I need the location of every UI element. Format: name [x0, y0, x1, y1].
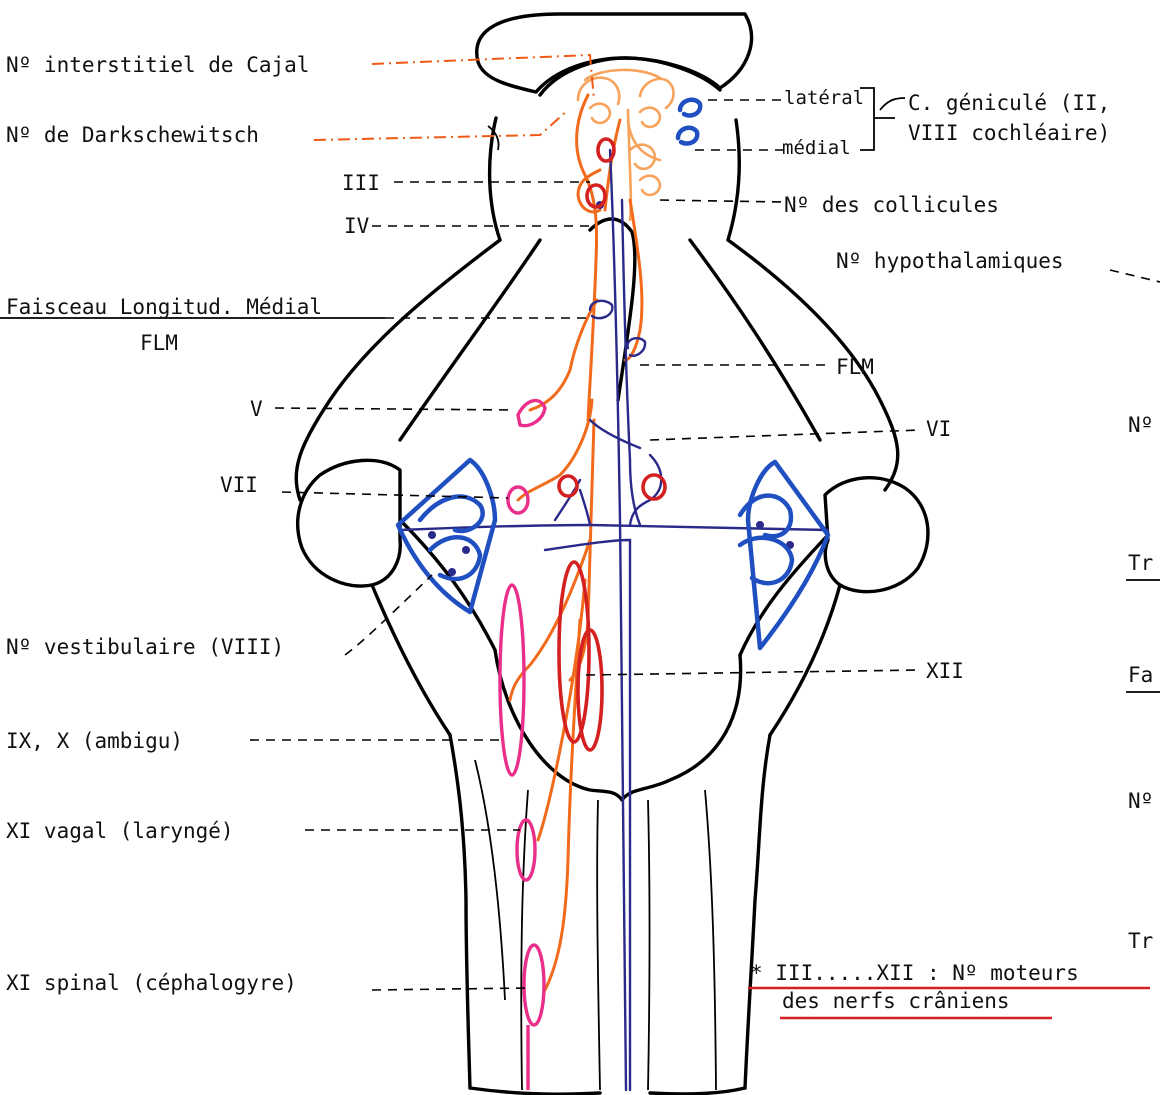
label-cut-2: Tr: [1128, 551, 1153, 575]
label-xi-spinal: XI spinal (céphalogyre): [6, 971, 297, 995]
label-cut-1: Nº: [1128, 413, 1153, 437]
flm-tract: [400, 150, 828, 1090]
label-geniculate-1: C. géniculé (II,: [908, 91, 1110, 115]
label-cut-3: Fa: [1128, 663, 1153, 687]
label-v: V: [250, 397, 263, 421]
label-collicules: Nº des collicules: [784, 193, 999, 217]
label-vii: VII: [220, 473, 258, 497]
label-cut-5: Tr: [1128, 929, 1153, 953]
label-flm-right: FLM: [836, 355, 874, 379]
note-line-1: * III.....XII : Nº moteurs: [750, 961, 1079, 985]
label-xi-vagal: XI vagal (laryngé): [6, 819, 234, 843]
label-cajal: Nº interstitiel de Cajal: [6, 53, 309, 77]
label-vi: VI: [926, 417, 951, 441]
label-geniculate-2: VIII cochléaire): [908, 121, 1110, 145]
label-hypothalamiques: Nº hypothalamiques: [836, 249, 1064, 273]
label-lateral: latéral: [784, 87, 864, 109]
label-iv: IV: [344, 214, 370, 238]
label-cut-4: Nº: [1128, 789, 1153, 813]
label-darkschewitsch: Nº de Darkschewitsch: [6, 123, 259, 147]
label-vestibulaire: Nº vestibulaire (VIII): [6, 635, 284, 659]
label-xii: XII: [926, 659, 964, 683]
legend-note: * III.....XII : Nº moteurs des nerfs crâ…: [748, 961, 1150, 1018]
label-medial: médial: [782, 137, 851, 159]
label-flm-title: Faisceau Longitud. Médial: [6, 295, 322, 319]
label-iii: III: [342, 171, 380, 195]
label-ix-x: IX, X (ambigu): [6, 729, 183, 753]
label-flm-abbr: FLM: [140, 331, 178, 355]
note-line-2: des nerfs crâniens: [782, 989, 1010, 1013]
